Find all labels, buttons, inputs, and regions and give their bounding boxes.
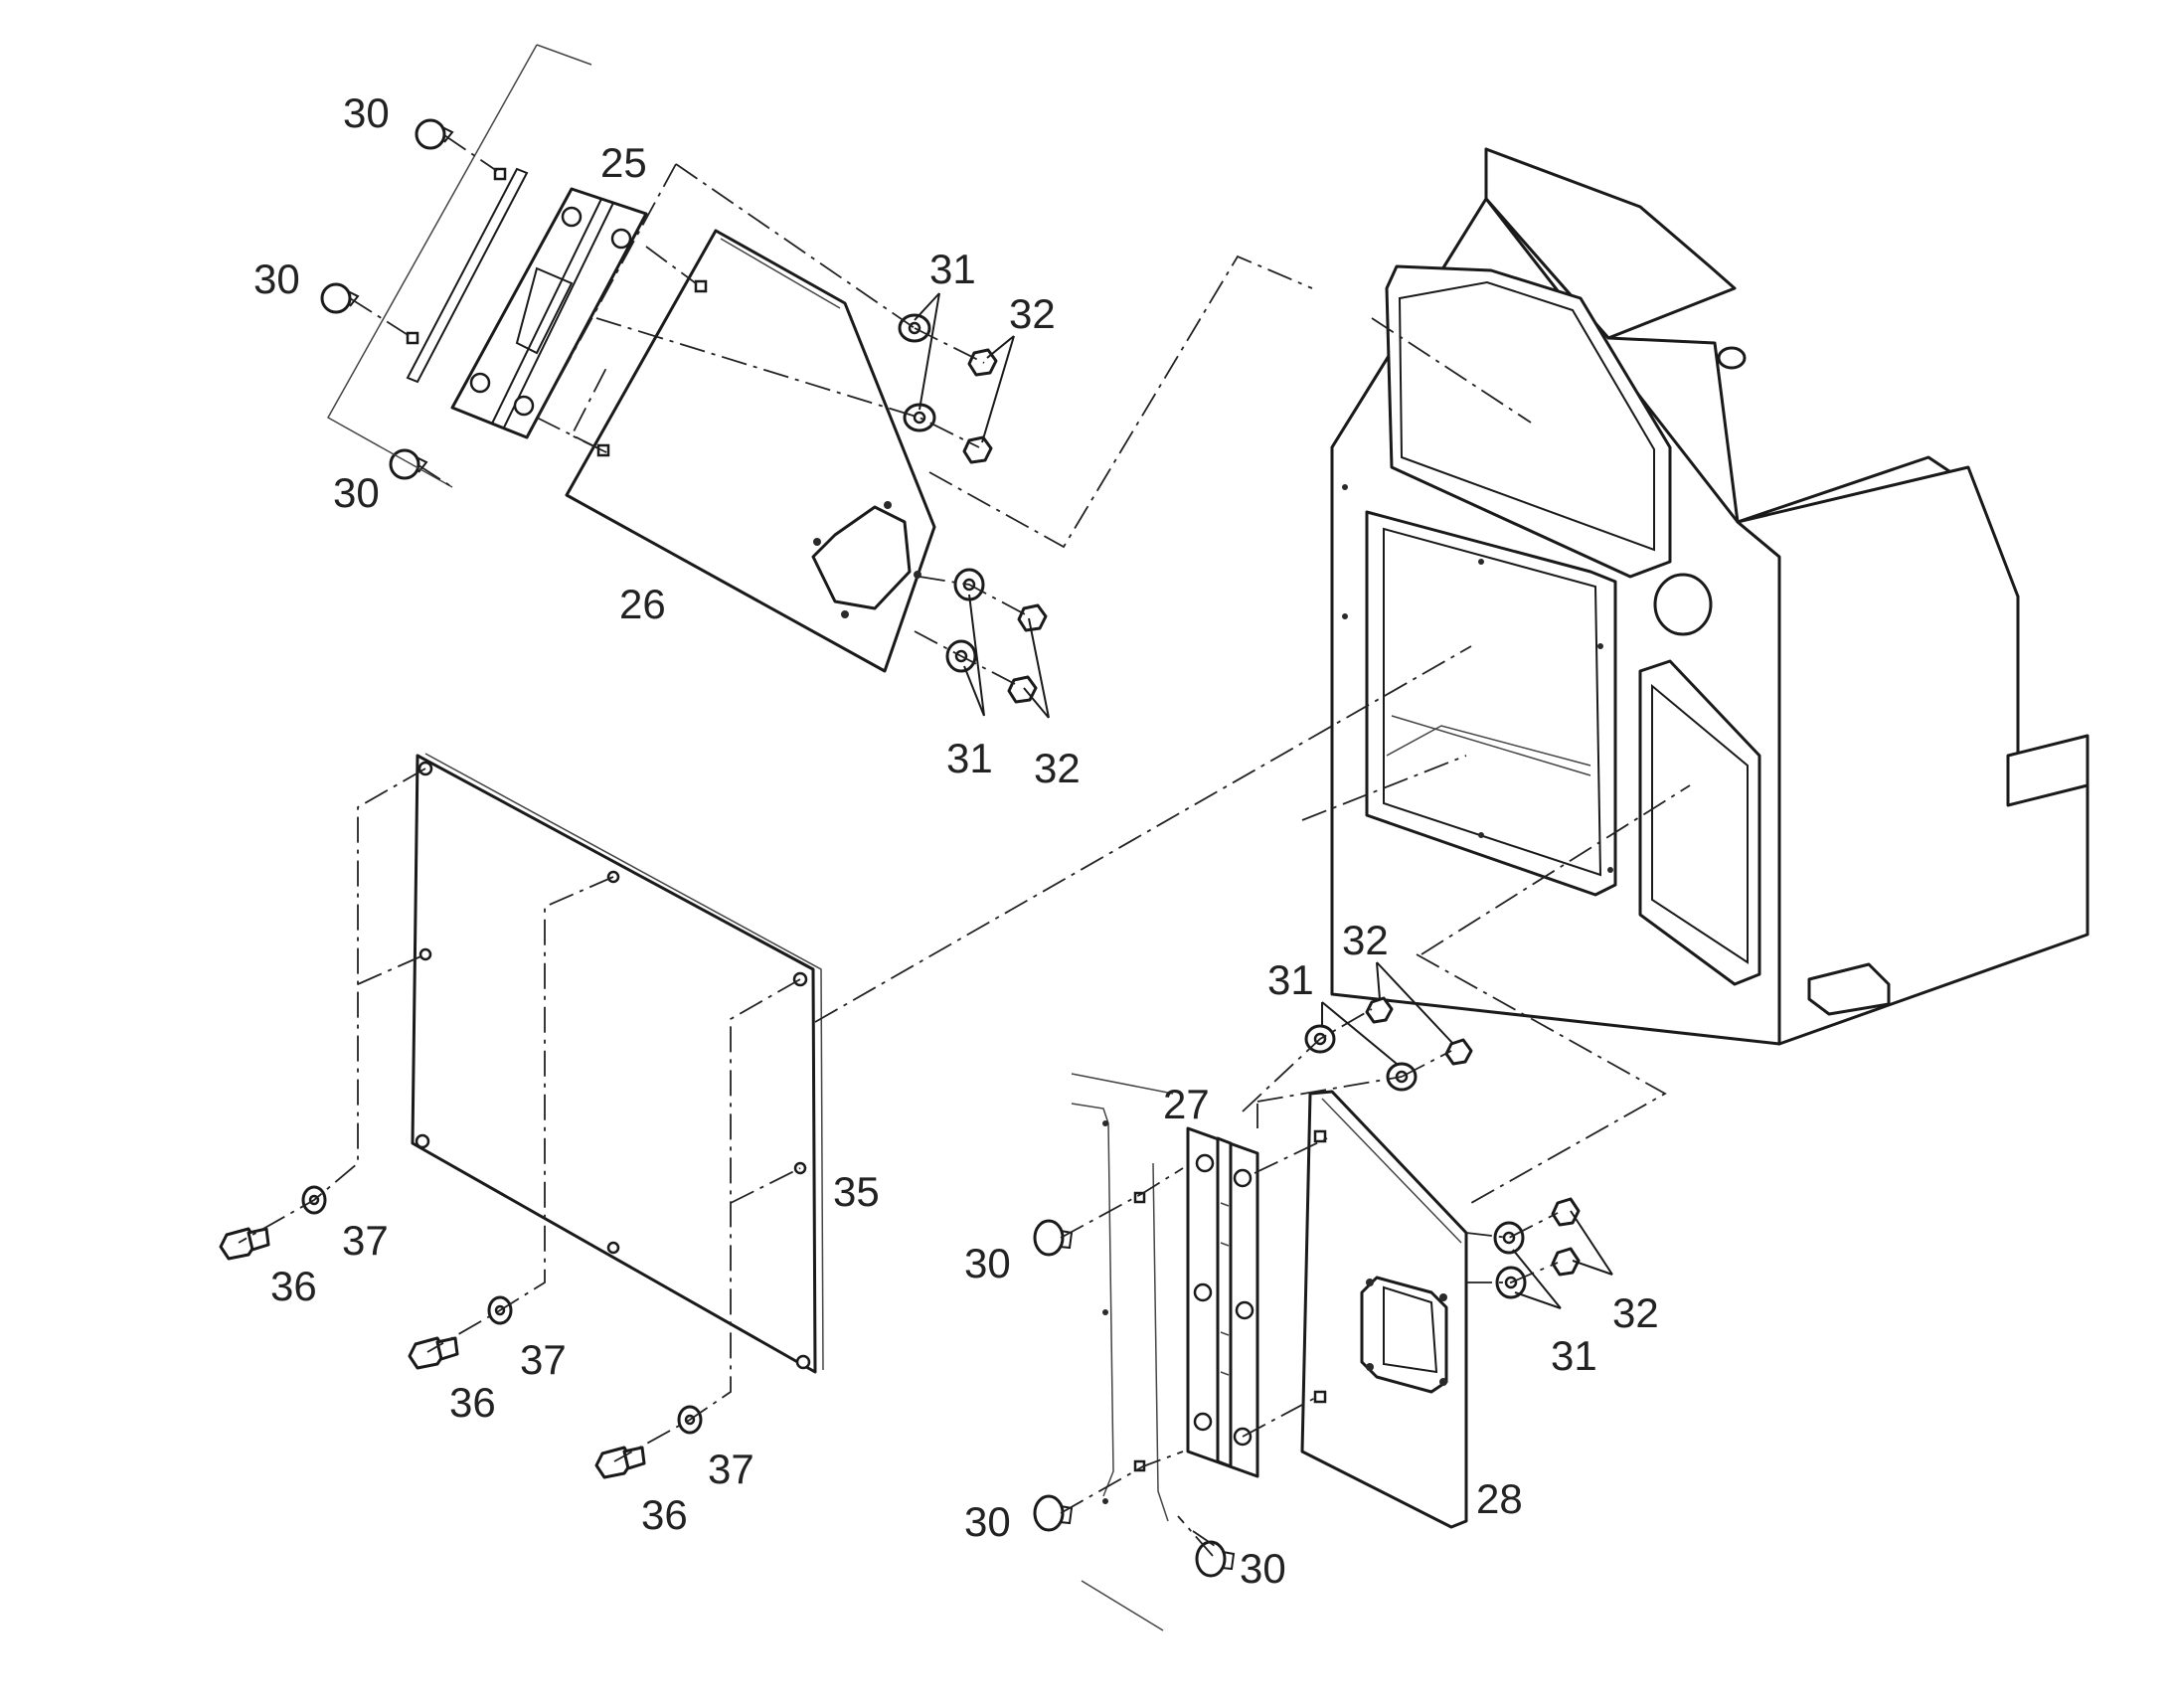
label-30-e: 30 [964, 1498, 1011, 1545]
label-32-d: 32 [1612, 1289, 1659, 1336]
label-32-b: 32 [1034, 745, 1081, 791]
backing-plate-25 [406, 167, 529, 384]
label-27: 27 [1163, 1081, 1210, 1127]
panel-26 [565, 229, 936, 673]
label-31-a: 31 [929, 246, 976, 292]
label-37-b: 37 [520, 1336, 567, 1383]
part-number-labels: 30 25 30 31 32 30 26 31 32 32 31 27 35 3… [253, 89, 1659, 1592]
hinge-25 [450, 187, 648, 439]
label-30-b: 30 [253, 256, 300, 302]
label-32-c: 32 [1342, 917, 1389, 963]
label-36-c: 36 [641, 1491, 688, 1538]
label-36-b: 36 [449, 1379, 496, 1426]
label-37-c: 37 [708, 1446, 754, 1492]
label-32-a: 32 [1009, 290, 1056, 337]
label-37-a: 37 [342, 1217, 389, 1264]
panel-28 [1300, 1090, 1468, 1529]
hinge-27 [1186, 1126, 1259, 1478]
cabinet-housing [1330, 147, 2089, 1046]
label-26: 26 [619, 581, 666, 627]
door-frame-edge [1071, 1073, 1174, 1631]
label-30-d: 30 [964, 1240, 1011, 1286]
assembly-centerlines [238, 134, 1691, 1557]
callout-leaders [914, 292, 1613, 1309]
label-35: 35 [833, 1168, 880, 1215]
label-31-c: 31 [1267, 956, 1314, 1003]
label-25: 25 [600, 139, 647, 186]
label-30-c: 30 [333, 469, 380, 516]
label-28: 28 [1476, 1475, 1523, 1522]
label-36-a: 36 [270, 1263, 317, 1309]
fasteners-30-bottom [1033, 1120, 1236, 1578]
label-30-a: 30 [343, 89, 390, 136]
panel-35 [411, 753, 824, 1374]
label-31-d: 31 [1551, 1332, 1597, 1379]
label-31-b: 31 [946, 735, 993, 781]
label-30-f: 30 [1240, 1545, 1286, 1592]
